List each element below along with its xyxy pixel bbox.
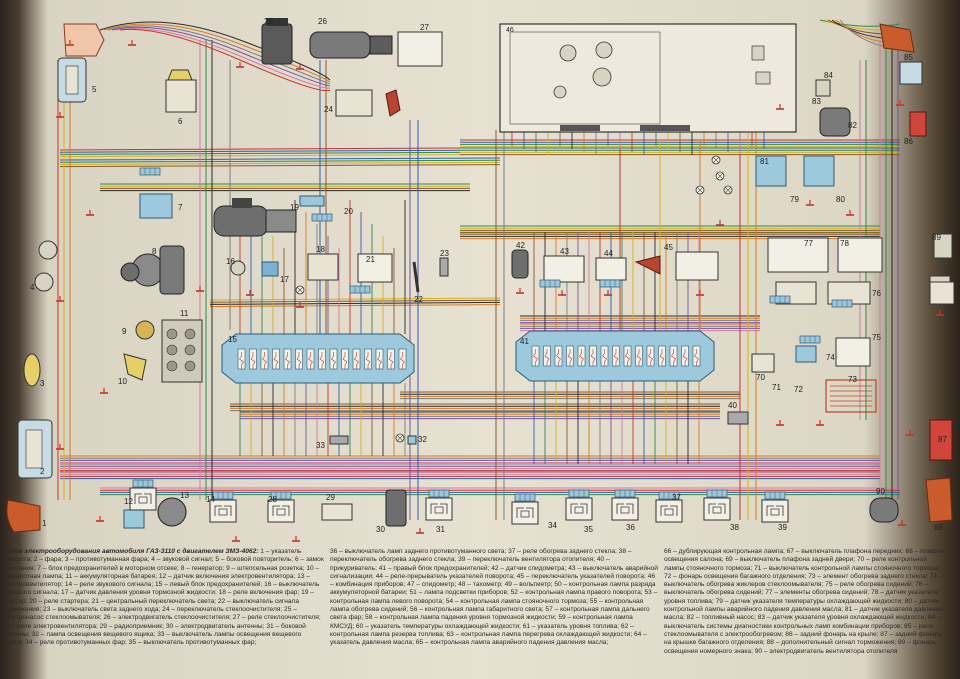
label-84: 84 [824,71,833,80]
label-30: 30 [376,525,385,534]
label-15: 15 [228,335,237,344]
label-19: 19 [290,203,299,212]
label-28: 28 [268,495,277,504]
label-23: 23 [440,249,449,258]
label-25: 25 [264,17,273,26]
label-22: 22 [414,295,423,304]
label-75: 75 [872,333,881,342]
label-33: 33 [316,441,325,450]
label-44: 44 [604,249,613,258]
label-72: 72 [794,385,803,394]
label-36: 36 [626,523,635,532]
label-42: 42 [516,241,525,250]
legend-text-3: 66 – дублирующая контрольная лампа; 67 –… [664,548,944,655]
label-78: 78 [840,239,849,248]
label-10: 10 [118,377,127,386]
label-8: 8 [152,247,157,256]
label-7: 7 [178,203,183,212]
label-71: 71 [772,383,781,392]
instrument-cluster [499,23,797,133]
left-fuse-block [221,333,415,384]
label-83: 83 [812,97,821,106]
label-14: 14 [206,495,215,504]
label-40: 40 [728,401,737,410]
label-12: 12 [124,497,133,506]
label-26: 26 [318,17,327,26]
label-77: 77 [804,239,813,248]
right-fuse-block [515,330,715,382]
legend-column-1: Схема электрооборудования автомобиля ГАЗ… [2,548,324,676]
label-24: 24 [324,105,333,114]
engine-bay-components [120,18,955,529]
label-3: 3 [40,379,45,388]
label-29: 29 [326,493,335,502]
label-46: 46 [506,27,514,34]
label-18: 18 [316,245,325,254]
label-1: 1 [42,519,47,528]
right-rear-lamps [879,23,953,523]
label-80: 80 [836,195,845,204]
label-88: 88 [934,523,943,532]
diagram-legend: Схема электрооборудования автомобиля ГАЗ… [0,542,960,679]
label-38: 38 [730,523,739,532]
label-16: 16 [226,257,235,266]
label-4: 4 [30,283,35,292]
label-39: 39 [778,523,787,532]
label-45: 45 [664,243,673,252]
label-27: 27 [420,23,429,32]
label-43: 43 [560,247,569,256]
label-6: 6 [178,117,183,126]
label-34: 34 [548,521,557,530]
label-70: 70 [756,373,765,382]
label-90: 90 [876,487,885,496]
label-81: 81 [760,157,769,166]
label-2: 2 [40,467,45,476]
legend-text-2: 36 – выключатель ламп заднего противотум… [330,548,658,647]
label-74: 74 [826,353,835,362]
label-76: 76 [872,289,881,298]
label-13: 13 [180,491,189,500]
label-32: 32 [418,435,427,444]
label-31: 31 [436,525,445,534]
legend-column-3: 66 – дублирующая контрольная лампа; 67 –… [664,548,946,676]
component-labels: 1 2 3 4 5 6 7 8 9 10 11 12 13 14 15 16 1… [30,17,947,534]
legend-text-1: 1 – указатель поворота; 2 – фара; 3 – пр… [2,548,324,647]
label-9: 9 [122,327,127,336]
label-5: 5 [92,85,97,94]
legend-column-2: 36 – выключатель ламп заднего противотум… [330,548,658,676]
label-89: 89 [932,233,941,242]
label-73: 73 [848,375,857,384]
left-front-lamps [6,23,105,533]
label-79: 79 [790,195,799,204]
legend-title: Схема электрооборудования автомобиля ГАЗ… [2,548,259,555]
label-21: 21 [366,255,375,264]
label-11: 11 [180,309,189,318]
label-17: 17 [280,275,289,284]
label-86: 86 [904,137,913,146]
label-37: 37 [672,493,681,502]
label-41: 41 [520,337,529,346]
label-82: 82 [848,121,857,130]
label-20: 20 [344,207,353,216]
label-85: 85 [904,53,913,62]
label-87: 87 [938,435,947,444]
label-35: 35 [584,525,593,534]
